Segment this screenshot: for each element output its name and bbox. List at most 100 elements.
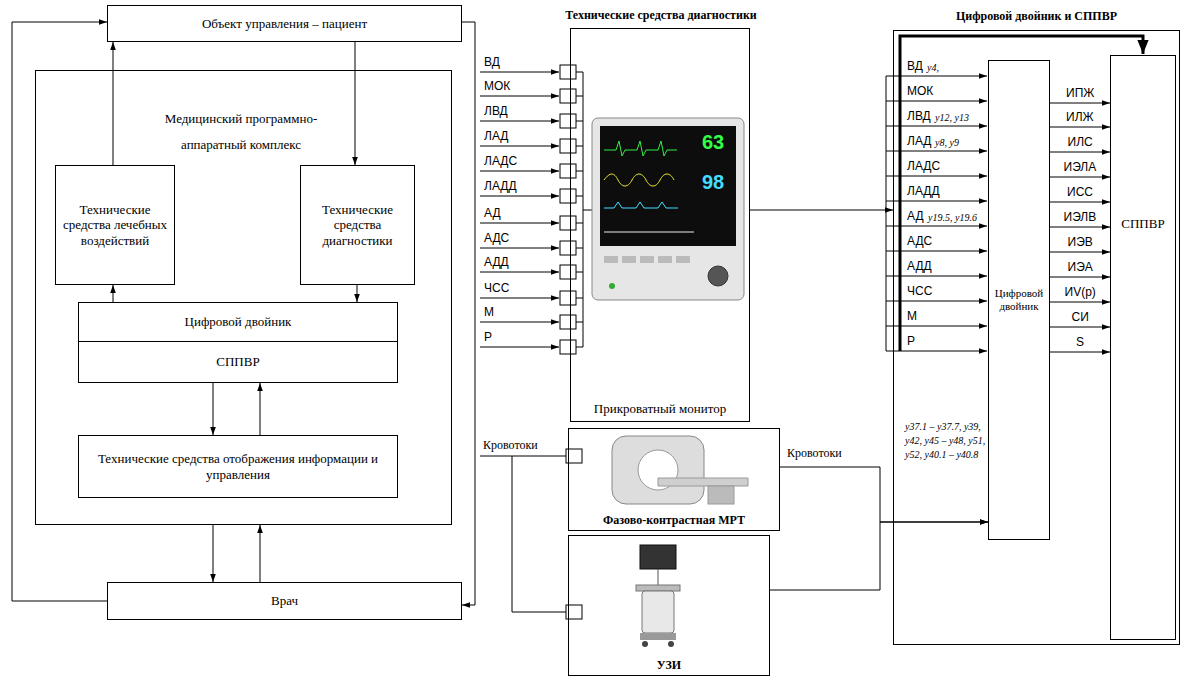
signal-label: ЛАД xyxy=(483,130,509,144)
layout-shape xyxy=(612,436,704,504)
process-box: Технические средства лечебных воздействи… xyxy=(55,165,175,285)
layout-shape xyxy=(560,139,576,153)
connector-arrow xyxy=(355,42,356,165)
signal-label: y37.1 – y37.7, y39, y42, y45 – y48, y51,… xyxy=(905,420,987,462)
ultrasound-illustration xyxy=(636,545,680,647)
connector-arrow xyxy=(213,525,214,582)
connector-arrow xyxy=(1050,177,1110,178)
layout-shape xyxy=(658,256,672,263)
layout-shape xyxy=(604,256,618,263)
box-text: Объект управления – пациент xyxy=(202,16,367,32)
connector-label: S xyxy=(1075,336,1085,350)
connector-arrow xyxy=(12,22,107,601)
layout-shape xyxy=(622,256,636,263)
connector-arrow xyxy=(750,210,893,211)
signal-label: М xyxy=(906,310,918,324)
connector-arrow xyxy=(1050,127,1110,128)
connector-label: ИЭЛА xyxy=(1063,161,1098,175)
process-box: СППВР xyxy=(78,341,398,383)
layout-shape xyxy=(480,456,566,612)
signal-label: ЛВД xyxy=(906,110,932,124)
flow-input-wires xyxy=(480,456,566,612)
connector-label: ИV(р) xyxy=(1064,286,1097,300)
process-box: Технические средства диагностики xyxy=(300,165,415,285)
box-text: УЗИ xyxy=(569,658,769,672)
connector-arrow xyxy=(1050,352,1110,353)
box-text: СППВР xyxy=(1121,216,1164,232)
signal-label: ЛАДС xyxy=(483,155,518,169)
connector-arrow xyxy=(770,522,988,590)
layout-shape xyxy=(668,641,674,647)
layout-shape xyxy=(480,223,559,224)
connector-arrow xyxy=(1050,202,1110,203)
layout-shape xyxy=(640,545,676,569)
box-text: СППВР xyxy=(216,354,259,370)
bedside-monitor-illustration xyxy=(592,118,744,300)
layout-shape xyxy=(560,241,576,255)
layout-shape xyxy=(640,633,676,640)
box-text: Технические средства диагностики xyxy=(531,8,791,22)
connector-arrow xyxy=(260,383,261,435)
process-box: Фазово-контрастная МРТ xyxy=(568,428,780,531)
connector-arrow xyxy=(1050,277,1110,278)
process-box: Врач xyxy=(107,582,462,620)
signal-label: ЛАДД xyxy=(906,185,941,199)
layout-shape xyxy=(480,248,559,249)
layout-shape xyxy=(480,96,559,97)
signal-label: АДД xyxy=(906,260,933,274)
process-box: Цифровой двойник xyxy=(988,60,1050,540)
layout-shape xyxy=(560,164,576,178)
layout-shape xyxy=(480,121,559,122)
layout-shape xyxy=(604,202,678,208)
layout-shape xyxy=(642,591,674,633)
box-text: Медицинский программно-аппаратный компле… xyxy=(156,106,326,158)
signal-label: АДС xyxy=(906,235,933,249)
connector-label: ИЭВ xyxy=(1067,236,1094,250)
layout-shape xyxy=(560,65,576,79)
box-text: Врач xyxy=(271,593,298,609)
layout-shape xyxy=(560,340,576,354)
connector-arrow xyxy=(1050,103,1110,104)
layout-shape xyxy=(636,585,680,591)
layout-shape xyxy=(604,141,677,156)
layout-shape xyxy=(560,291,576,305)
box-text: Технические средства лечебных воздействи… xyxy=(61,202,169,249)
layout-shape xyxy=(600,126,736,246)
layout-shape xyxy=(658,569,659,585)
signal-label: ЛВД xyxy=(483,105,509,119)
layout-shape xyxy=(560,189,576,203)
layout-shape xyxy=(480,146,559,147)
signal-label: y4, xyxy=(926,62,940,74)
layout-shape xyxy=(708,486,734,504)
layout-shape xyxy=(480,322,559,323)
signal-label: ЛАДС xyxy=(906,160,941,174)
layout-shape xyxy=(708,266,728,286)
layout-shape xyxy=(480,196,559,197)
box-text: Цифровой двойник и СППВР xyxy=(894,9,1179,23)
layout-shape xyxy=(640,256,654,263)
process-box: Объект управления – пациент xyxy=(107,5,462,42)
connector-arrow xyxy=(260,525,261,582)
monitor-input-wires xyxy=(480,72,592,347)
connector-arrow xyxy=(1050,302,1110,303)
layout-shape xyxy=(592,118,744,300)
connector-label: ИЛЖ xyxy=(1065,111,1095,125)
layout-shape xyxy=(676,256,690,263)
signal-label: ЛАД xyxy=(906,135,932,149)
layout-shape xyxy=(560,315,576,329)
layout-shape xyxy=(480,298,559,299)
layout-shape xyxy=(560,114,576,128)
process-box: Цифровой двойник xyxy=(78,302,398,342)
box-subtext: Прикроватный монитор xyxy=(571,401,749,417)
layout-shape xyxy=(480,171,559,172)
monitor-value: 98 xyxy=(702,171,724,194)
connector-label: ИПЖ xyxy=(1065,87,1095,101)
layout-shape xyxy=(604,174,674,186)
layout-shape xyxy=(900,36,1143,351)
layout-shape xyxy=(560,89,576,103)
layout-shape xyxy=(658,478,748,486)
signal-label: Р xyxy=(906,335,916,349)
signal-label: y19.5, y19.6 xyxy=(927,212,978,224)
